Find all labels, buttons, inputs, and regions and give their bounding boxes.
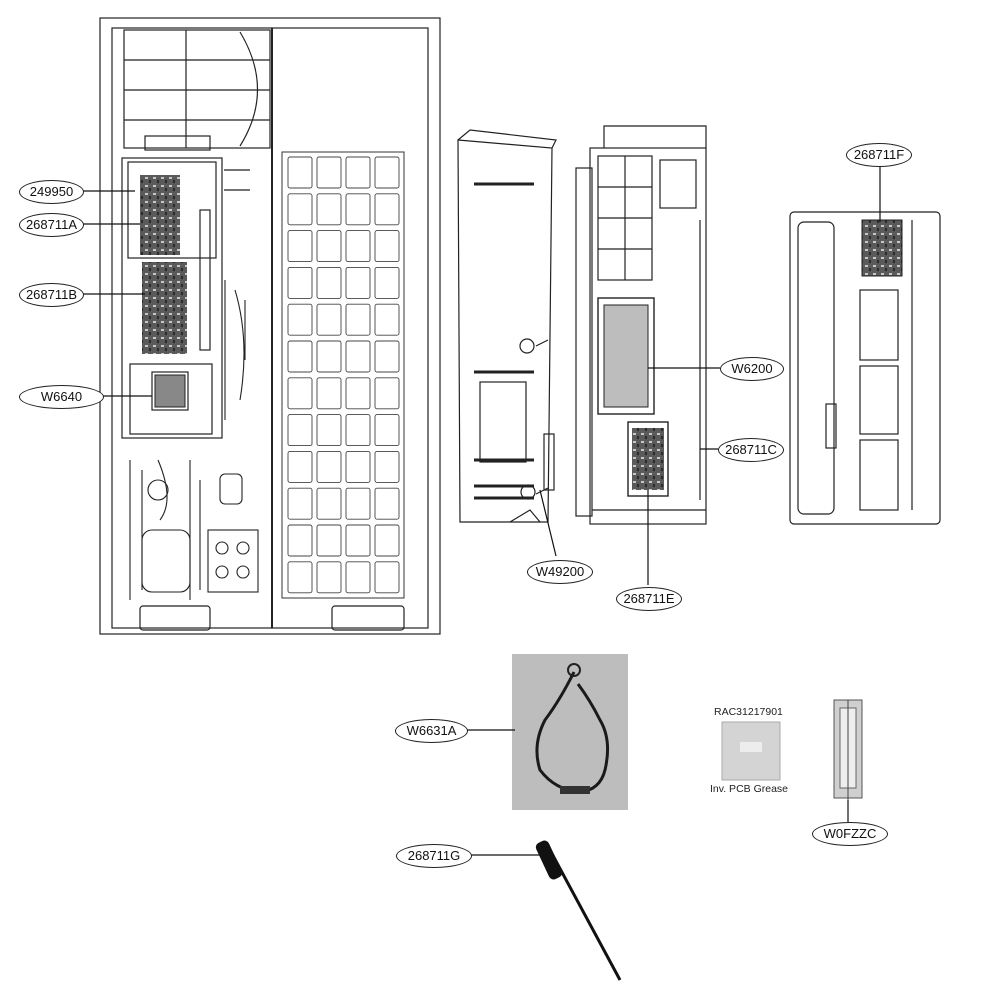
right-unit-panel: [789, 211, 941, 525]
leader-lines: [82, 165, 881, 856]
grille-cell: [287, 266, 313, 299]
control-box: [121, 157, 250, 439]
rear-unit-body: [575, 125, 707, 525]
grille-cell: [287, 193, 313, 226]
refrigerant-piping: [129, 280, 259, 600]
grille-cell: [287, 561, 313, 594]
callout-249950[interactable]: 249950: [19, 180, 84, 204]
grille-cell: [316, 487, 342, 520]
grille-cell: [345, 414, 371, 447]
sensor-268711g-photo: [535, 840, 622, 981]
inverter-pcb-268711b: [142, 262, 187, 354]
grease-part-number: RAC31217901: [714, 706, 783, 718]
grille-cell: [316, 561, 342, 594]
grille-cell: [345, 487, 371, 520]
grille-cell: [316, 377, 342, 410]
grille-cell: [316, 340, 342, 373]
relay-w6640: [154, 374, 186, 408]
grille-cell: [287, 524, 313, 557]
outdoor-unit-cabinet: [99, 17, 441, 635]
grille-cell: [374, 561, 400, 594]
pcb-268711e: [632, 428, 664, 490]
callout-268711a[interactable]: 268711A: [19, 213, 84, 237]
grille-cell: [345, 303, 371, 336]
grille-cell: [374, 377, 400, 410]
grille-cell: [345, 561, 371, 594]
grille-cells: [287, 156, 400, 594]
grille-cell: [374, 230, 400, 263]
grille-cell: [316, 193, 342, 226]
grille-cell: [374, 487, 400, 520]
grille-cell: [345, 340, 371, 373]
callout-w49200[interactable]: W49200: [527, 560, 593, 584]
grille-cell: [287, 303, 313, 336]
grille-cell: [316, 414, 342, 447]
grille-cell: [345, 266, 371, 299]
pcb-w6200: [603, 304, 649, 408]
grille-cell: [316, 450, 342, 483]
callout-268711g[interactable]: 268711G: [396, 844, 472, 868]
grille-cell: [287, 487, 313, 520]
grille-cell: [287, 156, 313, 189]
grille-cell: [287, 450, 313, 483]
callout-w6640[interactable]: W6640: [19, 385, 104, 409]
grille-cell: [374, 414, 400, 447]
grille-cell: [287, 377, 313, 410]
grille-cell: [316, 230, 342, 263]
grille-cell: [374, 193, 400, 226]
grille-cell: [374, 156, 400, 189]
callout-268711b[interactable]: 268711B: [19, 283, 84, 307]
callout-w6200[interactable]: W6200: [720, 357, 784, 381]
grille-cell: [374, 450, 400, 483]
grille-cell: [374, 303, 400, 336]
grease-label: Inv. PCB Grease: [710, 783, 789, 795]
grille-cell: [345, 156, 371, 189]
grille-cell: [316, 156, 342, 189]
cable-assembly-photo: [512, 654, 628, 810]
grille-cell: [316, 524, 342, 557]
grille-cell: [345, 450, 371, 483]
grille-cell: [316, 266, 342, 299]
cabinet-grille: [281, 151, 405, 599]
callout-268711f[interactable]: 268711F: [846, 143, 912, 167]
pcb-grease-photo: [721, 721, 781, 781]
grille-cell: [345, 524, 371, 557]
grille-cell: [374, 340, 400, 373]
callout-268711e[interactable]: 268711E: [616, 587, 682, 611]
callout-w6631a[interactable]: W6631A: [395, 719, 468, 743]
grille-cell: [374, 266, 400, 299]
grille-cell: [287, 340, 313, 373]
pcb-268711f: [861, 219, 903, 277]
grille-cell: [287, 230, 313, 263]
grille-cell: [287, 414, 313, 447]
component-w0fzzc-photo: [833, 699, 863, 800]
grille-cell: [345, 193, 371, 226]
callout-268711c[interactable]: 268711C: [718, 438, 784, 462]
grille-cell: [316, 303, 342, 336]
grille-cell: [345, 377, 371, 410]
grille-cell: [345, 230, 371, 263]
main-pcb-249950: [140, 175, 180, 255]
callout-w0fzzc[interactable]: W0FZZC: [812, 822, 888, 846]
side-panel: [457, 129, 557, 523]
grille-cell: [374, 524, 400, 557]
